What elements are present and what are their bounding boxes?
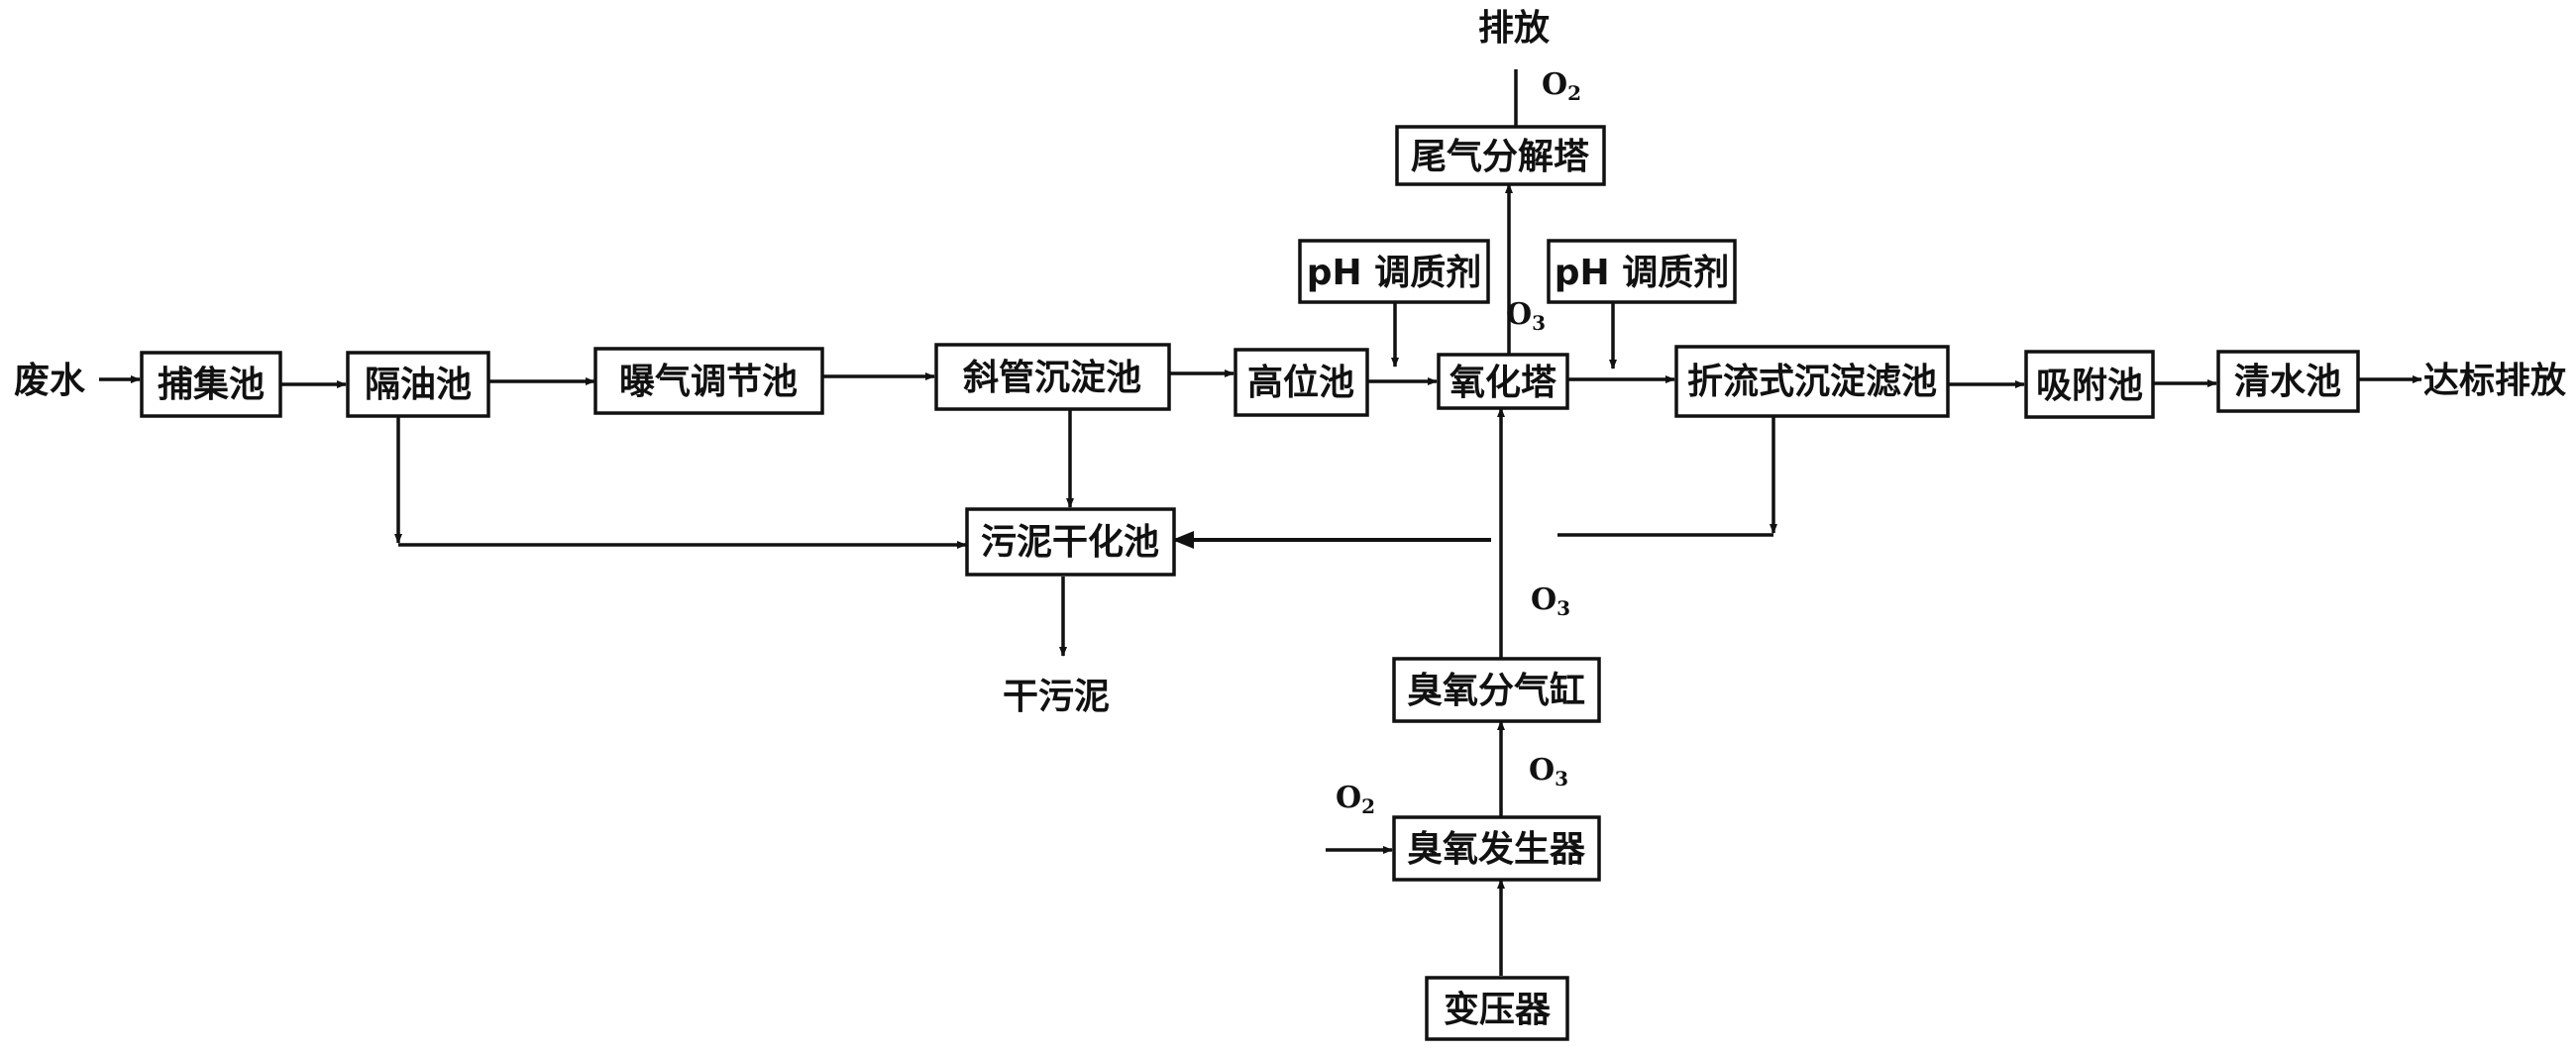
oil-separator-label: 隔油池 — [365, 365, 472, 405]
flow-lines — [99, 69, 2422, 976]
adsorption-tank-label: 吸附池 — [2036, 366, 2143, 406]
o2-in-label: O2 — [1336, 781, 1375, 818]
ph-adjuster-right-label: pH 调质剂 — [1555, 253, 1729, 293]
o2-vent-label: O2 — [1542, 67, 1581, 105]
adsorption-tank-box: 吸附池 — [2024, 350, 2155, 419]
tail-gas-decomposer-box: 尾气分解塔 — [1395, 125, 1606, 186]
transformer-box: 变压器 — [1425, 976, 1569, 1041]
inclined-tube-settler-box: 斜管沉淀池 — [934, 343, 1171, 411]
ozone-generator-box: 臭氧发生器 — [1392, 815, 1601, 882]
ozone-distributor-box: 臭氧分气缸 — [1392, 657, 1601, 723]
high-level-tank-label: 高位池 — [1247, 363, 1354, 403]
ozone-generator-label: 臭氧发生器 — [1407, 829, 1586, 870]
baffled-settling-filter-label: 折流式沉淀滤池 — [1687, 362, 1937, 402]
ph-adjuster-right-box: pH 调质剂 — [1547, 239, 1737, 304]
oxidation-tower-label: 氧化塔 — [1449, 363, 1557, 403]
ozone-distributor-label: 臭氧分气缸 — [1407, 670, 1585, 711]
sludge-drying-tank-box: 污泥干化池 — [965, 507, 1176, 577]
clear-water-tank-box: 清水池 — [2216, 350, 2360, 413]
vent-label: 排放 — [1478, 8, 1550, 49]
dry-sludge-label: 干污泥 — [1003, 677, 1110, 717]
ph-adjuster-left-label: pH 调质剂 — [1307, 253, 1481, 293]
aeration-tank-box: 曝气调节池 — [593, 347, 824, 415]
sludge-drying-tank-label: 污泥干化池 — [981, 522, 1159, 563]
clear-water-tank-label: 清水池 — [2234, 362, 2341, 402]
o3-gen-label: O3 — [1529, 753, 1568, 790]
wastewater-in-label: 废水 — [14, 361, 86, 401]
o3-top-label: O3 — [1506, 297, 1546, 335]
aeration-tank-label: 曝气调节池 — [619, 362, 798, 402]
o3-mid-label: O3 — [1531, 582, 1570, 620]
inclined-tube-settler-label: 斜管沉淀池 — [963, 358, 1141, 398]
capture-tank-label: 捕集池 — [158, 365, 265, 405]
discharge-compliant-label: 达标排放 — [2423, 361, 2566, 401]
transformer-label: 变压器 — [1444, 989, 1552, 1030]
high-level-tank-box: 高位池 — [1234, 348, 1369, 417]
tail-gas-decomposer-label: 尾气分解塔 — [1411, 137, 1590, 177]
oil-separator-box: 隔油池 — [346, 351, 490, 418]
capture-tank-box: 捕集池 — [140, 351, 282, 418]
oxidation-tower-box: 氧化塔 — [1437, 353, 1569, 410]
ph-adjuster-left-box: pH 调质剂 — [1298, 239, 1490, 304]
baffled-settling-filter-box: 折流式沉淀滤池 — [1674, 345, 1950, 418]
